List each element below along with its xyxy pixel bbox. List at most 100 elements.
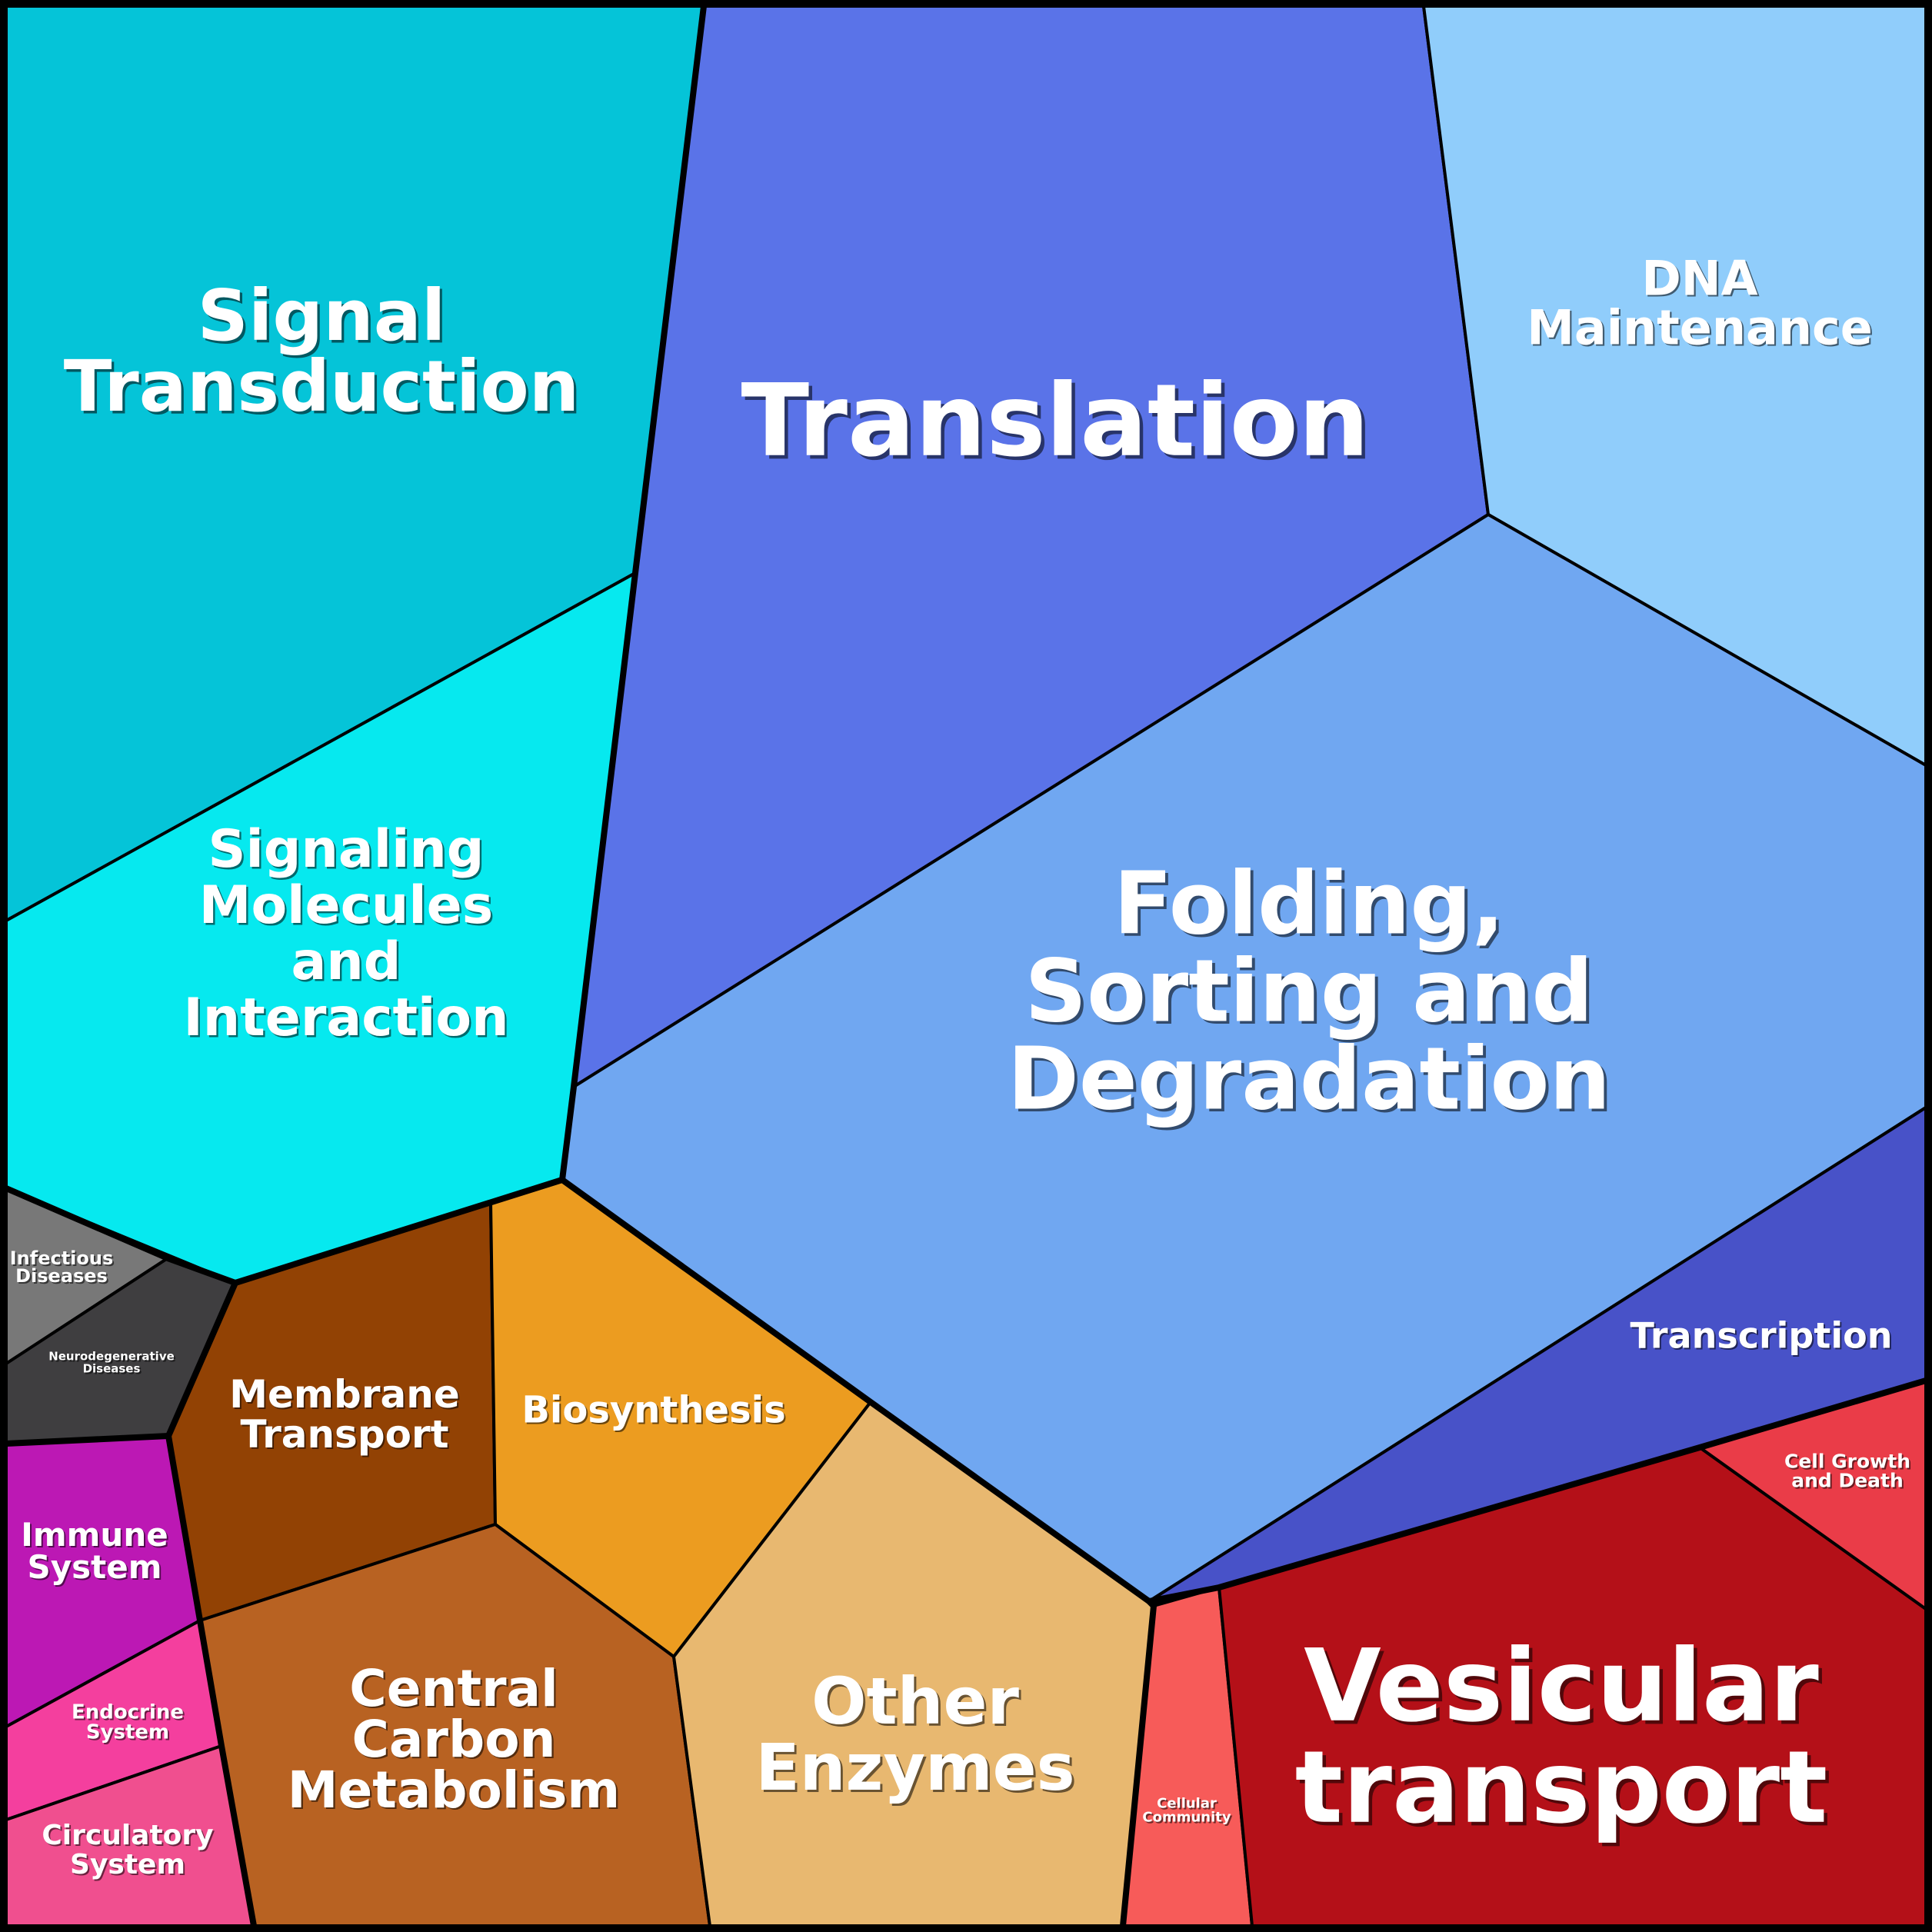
label-line-shadow: Folding, [1117, 857, 1507, 957]
label-line-shadow: Signal [200, 277, 448, 359]
label-line: Infectious [10, 1247, 114, 1269]
label-line: Endocrine [72, 1700, 184, 1724]
label-line: Maintenance [1527, 299, 1873, 355]
label-line-shadow: Carbon [354, 1711, 558, 1770]
label-line-shadow: Enzymes [758, 1732, 1077, 1807]
label-line-shadow: Membrane [231, 1374, 461, 1418]
label-line-shadow: Immune [22, 1517, 169, 1555]
label-line-shadow: Molecules [201, 877, 495, 938]
label-line-shadow: Transcription [1632, 1317, 1894, 1358]
label-shadow-transcription: Transcription [1632, 1317, 1894, 1358]
label-line-shadow: Central [351, 1661, 560, 1720]
label-line: Sorting and [1024, 941, 1593, 1041]
label-line: Central [349, 1659, 558, 1718]
label-line-shadow: Community [1144, 1810, 1232, 1827]
label-line: Metabolism [288, 1760, 620, 1820]
label-line-shadow: Metabolism [289, 1762, 621, 1821]
label-line: Enzymes [755, 1730, 1074, 1805]
label-line: and [291, 931, 401, 992]
cells-layer [5, 5, 1927, 1927]
label-line-shadow: Transport [242, 1414, 450, 1458]
label-line: Neurodegenerative [48, 1349, 175, 1363]
group-borders [3, 3, 1929, 1929]
label-line: Diseases [83, 1361, 141, 1375]
label-line-shadow: Interaction [185, 989, 511, 1050]
group-border-line [3, 1177, 565, 1286]
label-line: Folding, [1114, 854, 1504, 954]
group-border-line [165, 1433, 257, 1929]
label-line-shadow: and Death [1793, 1471, 1905, 1494]
label-line-shadow: Sorting and [1028, 944, 1596, 1044]
label-line: Diseases [15, 1265, 108, 1287]
label-line-shadow: Diseases [85, 1363, 142, 1377]
label-line: System [86, 1720, 169, 1744]
label-line-shadow: Translation [744, 365, 1373, 482]
label-line-shadow: System [72, 1850, 187, 1882]
label-line: transport [1295, 1729, 1828, 1846]
label-line: System [70, 1849, 185, 1880]
label-line-shadow: transport [1298, 1732, 1831, 1849]
label-line-shadow: Transduction [66, 348, 581, 430]
label-transcription: Transcription [1631, 1315, 1893, 1357]
label-line: Degradation [1008, 1029, 1611, 1129]
label-line: Community [1142, 1809, 1231, 1825]
label-line: Circulatory [42, 1820, 213, 1851]
label-line: Membrane [229, 1372, 459, 1417]
label-line-shadow: Neurodegenerative [50, 1351, 176, 1364]
group-border-line [1120, 1603, 1157, 1929]
label-line: Molecules [199, 875, 493, 936]
label-line: Translation [741, 362, 1369, 479]
label-line: and Death [1791, 1470, 1904, 1492]
label-line: Transduction [64, 345, 579, 428]
label-line-shadow: Maintenance [1528, 301, 1874, 357]
group-border-line [559, 3, 707, 1183]
label-line: Carbon [351, 1710, 555, 1769]
label-line: Other [811, 1664, 1019, 1739]
label-line-shadow: Cellular [1158, 1797, 1218, 1813]
label-shadow-translation: Translation [744, 365, 1373, 482]
label-line: Biosynthesis [521, 1388, 785, 1431]
label-line-shadow: Infectious [12, 1249, 115, 1271]
group-border-line [1146, 1377, 1929, 1604]
label-shadow-biosynthesis: Biosynthesis [523, 1390, 787, 1433]
label-line-shadow: Signaling [210, 821, 486, 881]
label-line: Immune [21, 1516, 168, 1554]
label-line: Cell Growth [1784, 1451, 1910, 1473]
label-line: Signaling [208, 819, 485, 880]
label-line: DNA [1641, 250, 1757, 306]
label-line: Vesicular [1304, 1627, 1819, 1744]
label-line-shadow: Diseases [17, 1267, 109, 1288]
label-biosynthesis: Biosynthesis [521, 1388, 785, 1431]
label-line-shadow: System [29, 1550, 164, 1587]
label-line-shadow: DNA [1643, 251, 1759, 308]
label-line-shadow: Biosynthesis [523, 1390, 787, 1433]
label-line-shadow: and [293, 933, 403, 994]
label-line: Transcription [1631, 1315, 1893, 1357]
